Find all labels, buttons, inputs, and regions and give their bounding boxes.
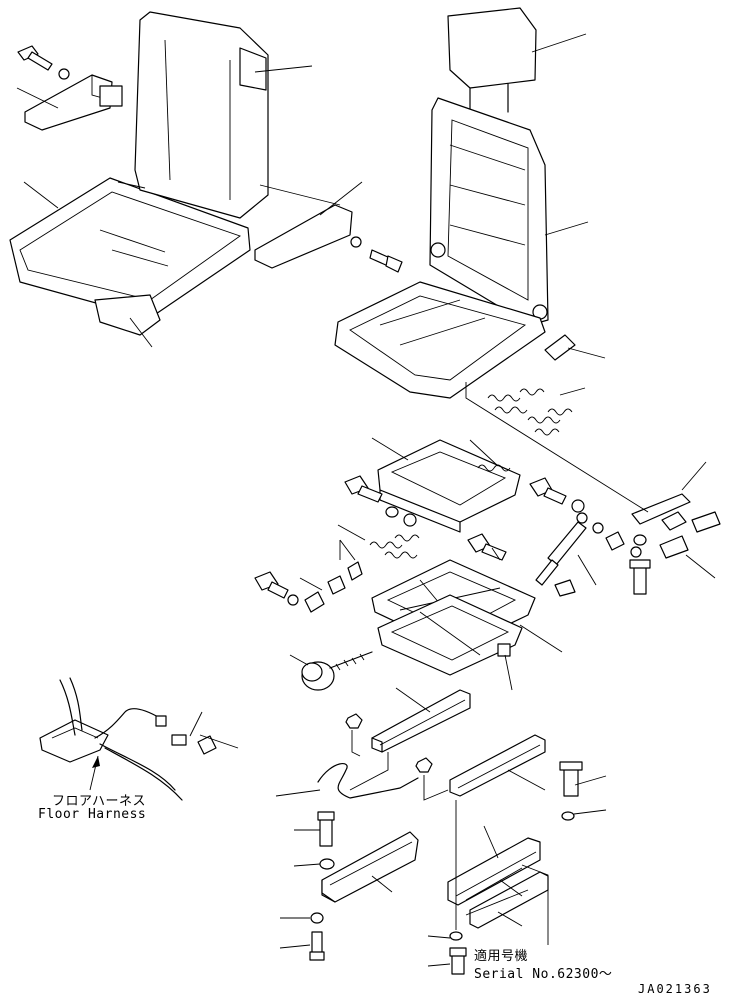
slide-rail-right — [415, 734, 546, 797]
seat-backrest — [117, 11, 269, 219]
seat-pan-frame — [334, 281, 576, 399]
serial-number-label: Serial No.62300～ — [474, 967, 613, 982]
connection-lines — [259, 184, 649, 945]
armrest-bolt-right — [350, 236, 403, 273]
spring-set-upper — [487, 388, 573, 436]
drawing-code-label: JA021363 — [638, 982, 712, 996]
floor-harness — [39, 677, 217, 801]
armrest-bolt-left — [17, 45, 70, 80]
headrest — [447, 7, 537, 116]
leader-lines — [16, 33, 716, 967]
armrest-left — [24, 74, 123, 131]
lower-suspension-frame — [371, 559, 536, 676]
seat-cushion-assembly — [9, 177, 251, 336]
slide-lever-bracket — [629, 493, 721, 595]
height-adjust-knob — [301, 643, 511, 691]
slide-lever-rod — [317, 763, 419, 799]
floor-harness-en-label: Floor Harness — [38, 807, 147, 822]
bolts-middle — [344, 475, 625, 561]
seat-riser-right — [447, 761, 583, 975]
upper-slide-frame — [377, 439, 521, 533]
small-bracket-parts — [254, 561, 363, 613]
applicable-model-label: 適用号機 — [474, 949, 529, 964]
armrest-right — [254, 204, 353, 269]
shock-absorber — [535, 512, 588, 597]
seat-riser-left — [309, 811, 419, 961]
floor-harness-jp-label: フロアハーネス — [52, 794, 146, 809]
slide-rail-left — [345, 689, 471, 753]
spring-set-middle — [369, 464, 511, 559]
